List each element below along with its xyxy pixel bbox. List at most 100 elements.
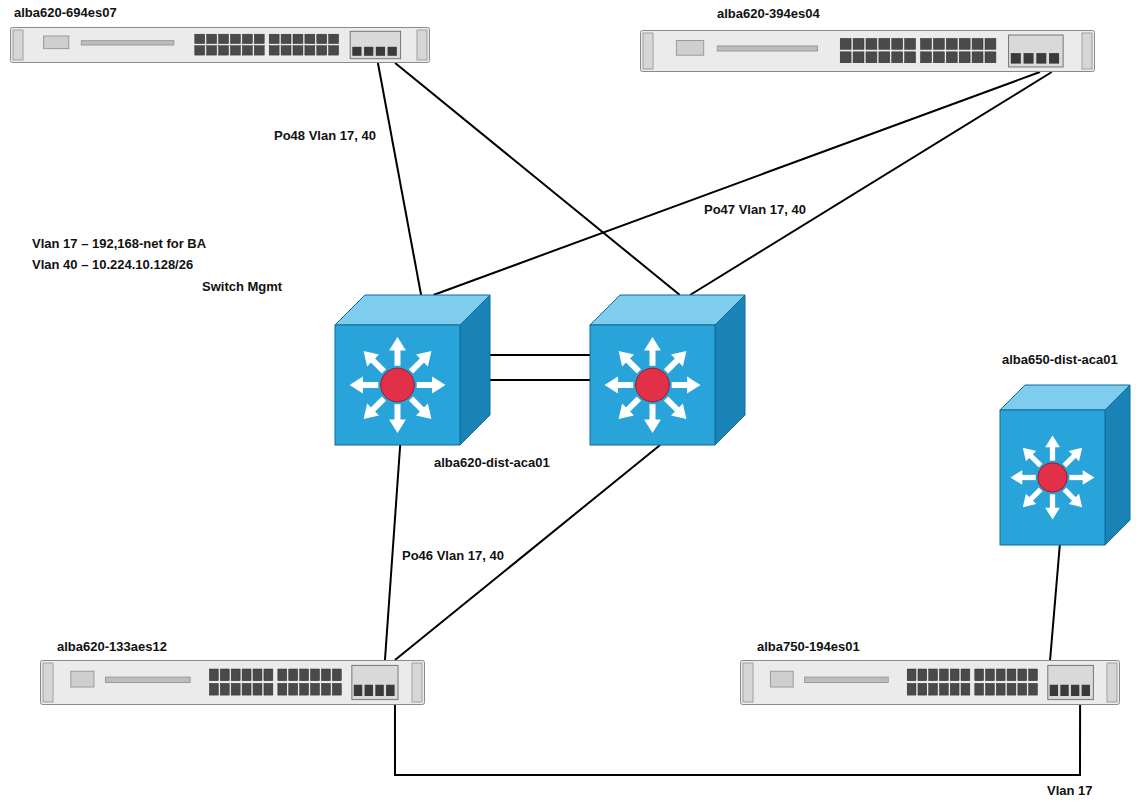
led-strip [717, 46, 817, 51]
port [866, 38, 877, 49]
stack-link [490, 379, 590, 381]
led-strip [81, 41, 173, 45]
port [254, 46, 264, 55]
port [264, 669, 273, 681]
port [975, 669, 984, 681]
port [1029, 669, 1038, 681]
access-switch-node: alba750-194es01 [740, 660, 1120, 705]
switch-ear [743, 663, 753, 702]
port [853, 52, 864, 63]
switch-name: alba650-dist-aca01 [1000, 352, 1120, 368]
port [866, 52, 877, 63]
port [231, 46, 241, 55]
node-shape [335, 295, 745, 445]
port [281, 46, 291, 55]
port [879, 52, 890, 63]
cube-front [590, 325, 715, 445]
port [209, 683, 218, 695]
vlan-note: Vlan 17 – 192,168-net for BA [30, 236, 208, 252]
switch-cube [335, 295, 490, 445]
arrow-head [416, 351, 431, 366]
port [195, 34, 205, 43]
node-shape [640, 30, 1095, 72]
node-shape [40, 660, 425, 705]
port [940, 683, 949, 695]
port [317, 46, 327, 55]
switch-name: alba750-194es01 [755, 639, 862, 655]
uplink-port [375, 685, 383, 696]
port [996, 683, 1005, 695]
port [905, 52, 916, 63]
arrow-head [687, 377, 700, 394]
switch-ear [13, 30, 23, 60]
access-switch [741, 661, 1120, 705]
port [293, 34, 303, 43]
node-shape [1000, 385, 1130, 545]
arrow-head [619, 403, 634, 418]
cube-hub [636, 368, 670, 402]
link-label: Po47 Vlan 17, 40 [702, 202, 808, 218]
port [892, 52, 903, 63]
arrow-head [432, 377, 445, 394]
trunk-link [433, 72, 1040, 295]
uplink-port [386, 685, 394, 696]
arrow-head [364, 403, 379, 418]
access-switch-node: alba620-394es04 [640, 30, 1095, 72]
uplink-module [350, 31, 400, 58]
switch-name: alba620-694es07 [12, 5, 119, 21]
switch-ear [43, 663, 53, 702]
uplink-port [376, 47, 385, 56]
port [254, 34, 264, 43]
distribution-switch-node: alba650-dist-aca01 [1000, 385, 1130, 545]
port [305, 46, 315, 55]
arrow-head [1045, 508, 1060, 520]
port [329, 46, 339, 55]
cube-front [335, 325, 460, 445]
port [195, 46, 205, 55]
port [269, 46, 279, 55]
uplink-port [1036, 53, 1046, 64]
port [321, 683, 330, 695]
port [289, 669, 298, 681]
uplink-port [354, 685, 362, 696]
status-panel [71, 671, 94, 687]
arrow-head [389, 420, 406, 433]
port [289, 683, 298, 695]
port [242, 669, 251, 681]
port [269, 34, 279, 43]
access-switch-node: alba620-133aes12 [40, 660, 425, 705]
switch-ear [643, 33, 653, 69]
arrow-head [1069, 494, 1083, 508]
trunk-link [395, 63, 680, 295]
switch-name: alba620-dist-aca01 [432, 455, 552, 471]
arrow-head [644, 337, 661, 350]
port [219, 46, 229, 55]
uplink-port [1049, 53, 1059, 64]
port [207, 46, 217, 55]
cube-hub [1038, 463, 1067, 492]
uplink-port [1082, 685, 1090, 696]
arrow-head [1011, 470, 1023, 485]
switch-chassis [41, 661, 425, 705]
stack-link [490, 354, 590, 356]
switch-cube [590, 295, 745, 445]
port [242, 683, 251, 695]
port [975, 683, 984, 695]
port [892, 38, 903, 49]
cube-side [1105, 385, 1130, 545]
port [264, 683, 273, 695]
uplink-port [365, 685, 373, 696]
port [317, 34, 327, 43]
port [253, 683, 262, 695]
trunk-link [395, 445, 660, 660]
port [332, 683, 341, 695]
status-panel [676, 41, 703, 56]
port [253, 669, 262, 681]
port [1029, 683, 1038, 695]
port [905, 38, 916, 49]
port [220, 683, 229, 695]
port [321, 669, 330, 681]
node-shape [740, 660, 1120, 705]
arrow-head [1023, 448, 1037, 462]
